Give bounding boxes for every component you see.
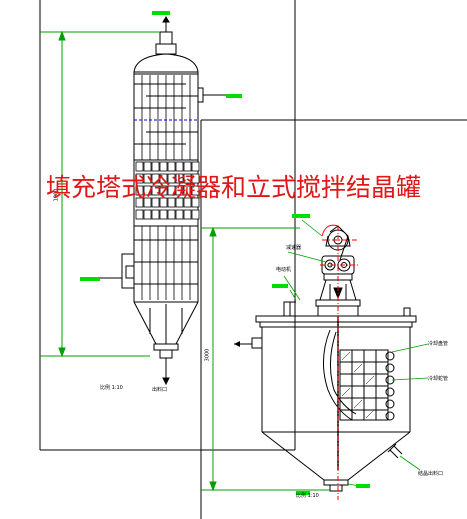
packing-cell	[175, 197, 184, 208]
packing-cell	[143, 197, 152, 208]
crystallizer-height-dimension	[201, 226, 330, 492]
packing-cell	[183, 185, 192, 196]
sheet-border	[39, 0, 467, 519]
packing-cell	[183, 209, 192, 220]
reducer-label: 减速器	[286, 245, 302, 251]
packing-cell	[159, 161, 168, 172]
packing-cell	[151, 185, 160, 196]
packing-cell	[135, 209, 144, 220]
coil-mid-label: 冷却蛇管	[428, 376, 449, 382]
packing-cell	[135, 173, 144, 184]
packing-cell	[159, 209, 168, 220]
packing-cell	[183, 173, 192, 184]
packing-cell	[175, 185, 184, 196]
packing-cell	[159, 185, 168, 196]
packing-cell	[175, 161, 184, 172]
packing-cell	[135, 161, 144, 172]
motor-label: 电动机	[276, 267, 292, 273]
condenser-outlet-label: 出料口	[152, 387, 168, 393]
crystallizer-height-dim-text: 3000	[204, 348, 211, 362]
packing-cell	[151, 209, 160, 220]
crystallizer-side-outlet	[234, 341, 252, 347]
condenser-height-dimension	[40, 30, 160, 358]
packing-cell	[175, 173, 184, 184]
packing-cell	[143, 209, 152, 220]
condenser-height-dim-text: 1900	[53, 188, 60, 202]
packing-cell	[151, 173, 160, 184]
crystallizer-centerlines	[320, 226, 360, 500]
packing-cell	[135, 197, 144, 208]
packing-cell	[167, 161, 176, 172]
crystallizer-leaders	[283, 219, 429, 487]
packing-cell	[191, 161, 200, 172]
packing-cell	[135, 185, 144, 196]
agitator-and-coils	[323, 316, 395, 470]
packing-cell	[151, 161, 160, 172]
packing-cell	[167, 209, 176, 220]
packing-cell	[143, 185, 152, 196]
condenser-scale-note: 比例 1:10	[100, 385, 123, 391]
packing-cell	[191, 209, 200, 220]
packing-cell	[143, 161, 152, 172]
packing-cell	[151, 197, 160, 208]
crystallizer-tags	[272, 214, 370, 495]
packing-cell	[159, 173, 168, 184]
packing-cell	[191, 185, 200, 196]
packing-cell	[175, 209, 184, 220]
condenser	[100, 16, 226, 386]
motor-red-arc	[321, 224, 339, 237]
packing-cell	[191, 197, 200, 208]
packing-cell	[167, 173, 176, 184]
coil-top-label: 冷却盘管	[428, 341, 449, 347]
crystallizer	[251, 301, 417, 492]
bottom-outlet-label: 结晶出料口	[418, 471, 444, 477]
condenser-tags	[80, 11, 242, 281]
condenser-packing	[135, 161, 200, 220]
crystallizer-scale-note: 比例 1:10	[296, 493, 319, 499]
packing-cell	[183, 197, 192, 208]
packing-cell	[143, 173, 152, 184]
packing-cell	[167, 185, 176, 196]
packing-cell	[159, 197, 168, 208]
packing-cell	[183, 161, 192, 172]
packing-cell	[191, 173, 200, 184]
packing-cell	[167, 197, 176, 208]
